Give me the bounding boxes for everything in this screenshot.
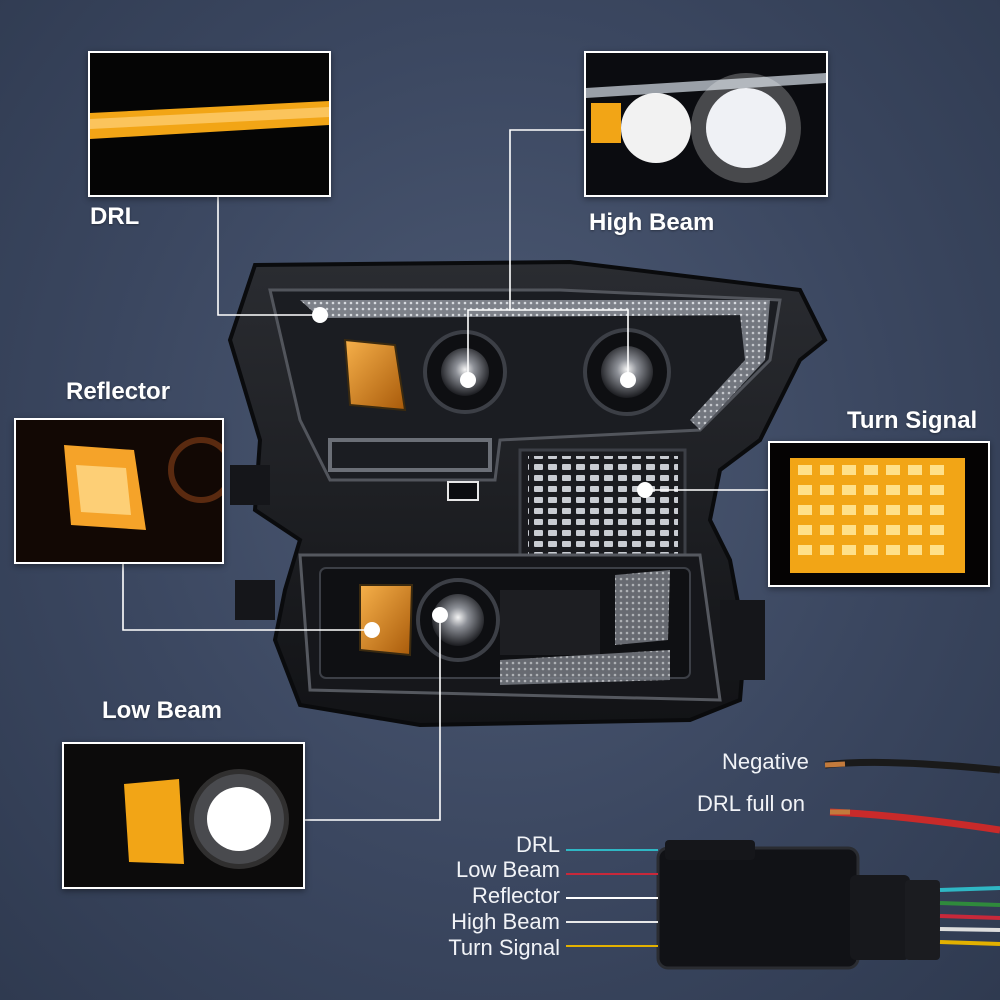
pin-label-reflector: Reflector (471, 883, 560, 908)
low-beam-callout-line (304, 615, 441, 821)
pin-lead-lines (566, 849, 658, 947)
callout-dots (312, 307, 653, 638)
reflector-inset-photo (14, 418, 224, 564)
high-beam-label: High Beam (589, 209, 715, 236)
drl-full-on-wire (829, 808, 1000, 834)
negative-wire-label: Negative (722, 749, 809, 774)
turn-signal-inset-photo (768, 441, 990, 587)
lower-amber-reflector (359, 584, 414, 657)
high-beam-inset-photo (584, 51, 828, 197)
reflector-callout-line (122, 562, 372, 631)
drl-strip (300, 300, 770, 318)
callout-lines (122, 129, 768, 821)
drl-label: DRL (90, 203, 140, 230)
pin-label-high-beam: High Beam (451, 909, 560, 934)
reflector-label: Reflector (66, 378, 171, 405)
pin-label-low-beam: Low Beam (456, 857, 560, 882)
low-beam-label: Low Beam (102, 697, 223, 724)
turn-signal-label: Turn Signal (847, 407, 978, 434)
drl-callout-line (217, 195, 320, 316)
drl-inset-photo (88, 51, 331, 197)
negative-wire (824, 758, 1000, 774)
drl-full-on-wire-label: DRL full on (697, 791, 806, 816)
connector-plug (656, 840, 1000, 970)
pin-label-turn-signal: Turn Signal (448, 935, 560, 960)
pin-label-drl: DRL (515, 832, 560, 857)
upper-amber-reflector (343, 338, 407, 412)
low-beam-inset-photo (62, 742, 305, 889)
